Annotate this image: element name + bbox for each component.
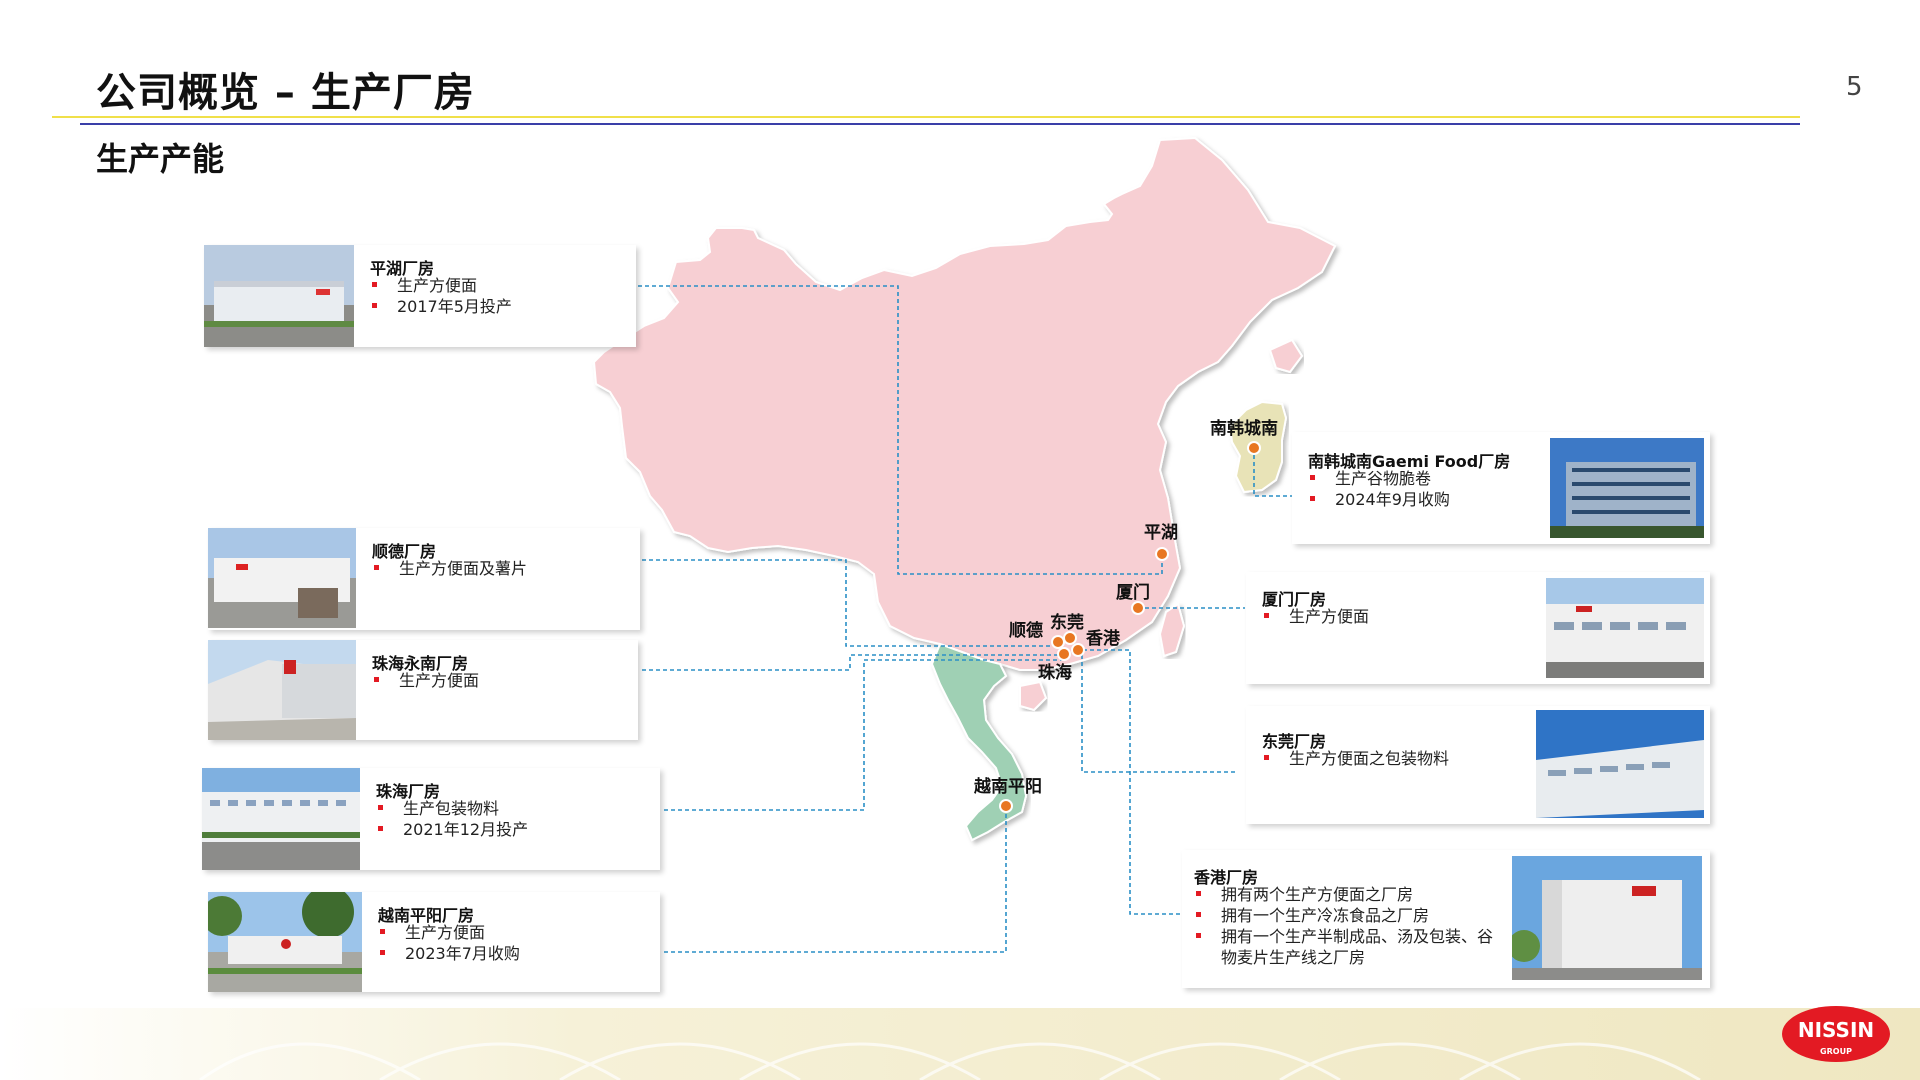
connector-hongkong [1076, 649, 1182, 915]
plant-photo-pinghu [204, 245, 354, 347]
connector-vietnam [664, 806, 1007, 953]
logo-subtext: GROUP [1820, 1047, 1852, 1056]
plant-photo-zhuhai [202, 768, 360, 870]
plant-bullets: 生产方便面及薯片 [372, 558, 527, 579]
connector-shunde [642, 559, 1060, 647]
plant-title: 顺德厂房 [372, 542, 437, 561]
bullet-item: 2024年9月收购 [1308, 489, 1450, 510]
plant-photo-zhuhai-yongnan [208, 640, 356, 740]
marker-korea [1247, 441, 1261, 455]
china-shape [592, 136, 1337, 671]
page-title: 公司概览 – 生产厂房 [96, 70, 475, 116]
plant-card-korea: 南韩城南Gaemi Food厂房 生产谷物脆卷 2024年9月收购 [1292, 432, 1710, 544]
plant-bullets: 生产方便面 [372, 670, 479, 691]
label-shunde: 顺德 [1009, 620, 1043, 641]
label-xiamen: 厦门 [1116, 582, 1150, 603]
plant-card-zhuhai-yongnan: 珠海永南厂房 生产方便面 [208, 640, 638, 740]
plant-card-hongkong: 香港厂房 拥有两个生产方便面之厂房 拥有一个生产冷冻食品之厂房 拥有一个生产半制… [1182, 850, 1710, 988]
plant-photo-dongguan [1536, 710, 1704, 818]
japan-shape [1268, 338, 1304, 374]
title-underline-yellow [52, 116, 1800, 118]
bullet-item: 生产方便面 [370, 275, 512, 296]
plant-photo-hongkong [1512, 856, 1702, 980]
label-korea: 南韩城南 [1210, 418, 1278, 439]
plant-title: 越南平阳厂房 [378, 906, 475, 925]
plant-card-pinghu: 平湖厂房 生产方便面 2017年5月投产 [204, 245, 636, 347]
bullet-item: 生产方便面 [372, 670, 479, 691]
page-number: 5 [1846, 72, 1863, 102]
plant-card-shunde: 顺德厂房 生产方便面及薯片 [208, 528, 640, 630]
plant-photo-xiamen [1546, 578, 1704, 678]
plant-bullets: 拥有两个生产方便面之厂房 拥有一个生产冷冻食品之厂房 拥有一个生产半制成品、汤及… [1194, 884, 1494, 968]
plant-card-xiamen: 厦门厂房 生产方便面 [1246, 572, 1710, 684]
plant-card-dongguan: 东莞厂房 生产方便面之包装物料 [1246, 706, 1710, 824]
taiwan-shape [1158, 602, 1186, 658]
plant-photo-vietnam [208, 892, 362, 992]
plant-photo-shunde [208, 528, 356, 628]
hainan-shape [1019, 680, 1048, 712]
connector-dongguan [1080, 649, 1238, 773]
plant-title: 平湖厂房 [370, 259, 435, 278]
marker-xiamen [1131, 601, 1145, 615]
bullet-item: 拥有两个生产方便面之厂房 [1194, 884, 1494, 905]
markers [999, 441, 1261, 813]
bullet-item: 生产方便面 [1262, 606, 1369, 627]
bullet-item: 2017年5月投产 [370, 296, 512, 317]
connector-korea [1253, 448, 1292, 497]
bullet-item: 拥有一个生产半制成品、汤及包装、谷物麦片生产线之厂房 [1194, 926, 1494, 968]
bullet-item: 生产方便面及薯片 [372, 558, 527, 579]
plant-bullets: 生产方便面 2023年7月收购 [378, 922, 520, 964]
plant-bullets: 生产方便面 2017年5月投产 [370, 275, 512, 317]
bullet-item: 2023年7月收购 [378, 943, 520, 964]
plant-card-vietnam: 越南平阳厂房 生产方便面 2023年7月收购 [208, 892, 660, 992]
bullet-item: 生产谷物脆卷 [1308, 468, 1450, 489]
footer-decoration [0, 1008, 1920, 1080]
connector-zhuhai-yongnan [642, 654, 1062, 671]
plant-bullets: 生产包装物料 2021年12月投产 [376, 798, 528, 840]
section-subtitle: 生产产能 [96, 140, 225, 178]
plant-photo-korea [1550, 438, 1704, 538]
marker-vietnam [999, 799, 1013, 813]
plant-title: 珠海永南厂房 [372, 654, 469, 673]
bullet-item: 生产包装物料 [376, 798, 528, 819]
marker-hongkong [1071, 643, 1085, 657]
nissin-logo: NISSIN GROUP [1782, 1006, 1890, 1062]
bullet-item: 生产方便面 [378, 922, 520, 943]
plant-bullets: 生产方便面 [1262, 606, 1369, 627]
connector-pinghu [638, 285, 1163, 575]
marker-zhuhai [1057, 647, 1071, 661]
plant-bullets: 生产方便面之包装物料 [1262, 748, 1449, 769]
bullet-item: 拥有一个生产冷冻食品之厂房 [1194, 905, 1494, 926]
plant-title: 香港厂房 [1194, 868, 1259, 887]
bullet-item: 2021年12月投产 [376, 819, 528, 840]
marker-shunde [1051, 635, 1065, 649]
marker-pinghu [1155, 547, 1169, 561]
label-pinghu: 平湖 [1144, 523, 1178, 543]
label-dongguan: 东莞 [1050, 612, 1084, 633]
marker-dongguan [1063, 631, 1077, 645]
connector-zhuhai [664, 659, 1062, 811]
plant-title: 东莞厂房 [1262, 732, 1327, 751]
logo-text: NISSIN [1798, 1018, 1874, 1042]
label-vietnam: 越南平阳 [973, 776, 1042, 797]
label-hongkong: 香港 [1086, 628, 1121, 649]
vietnam-shape [930, 642, 1028, 842]
title-underline-blue [80, 123, 1800, 125]
plant-bullets: 生产谷物脆卷 2024年9月收购 [1308, 468, 1450, 510]
bullet-item: 生产方便面之包装物料 [1262, 748, 1449, 769]
plant-title: 厦门厂房 [1262, 590, 1327, 609]
plant-title: 珠海厂房 [376, 782, 441, 801]
plant-card-zhuhai: 珠海厂房 生产包装物料 2021年12月投产 [202, 768, 660, 870]
plant-title: 南韩城南Gaemi Food厂房 [1308, 452, 1511, 471]
label-zhuhai: 珠海 [1038, 662, 1072, 683]
